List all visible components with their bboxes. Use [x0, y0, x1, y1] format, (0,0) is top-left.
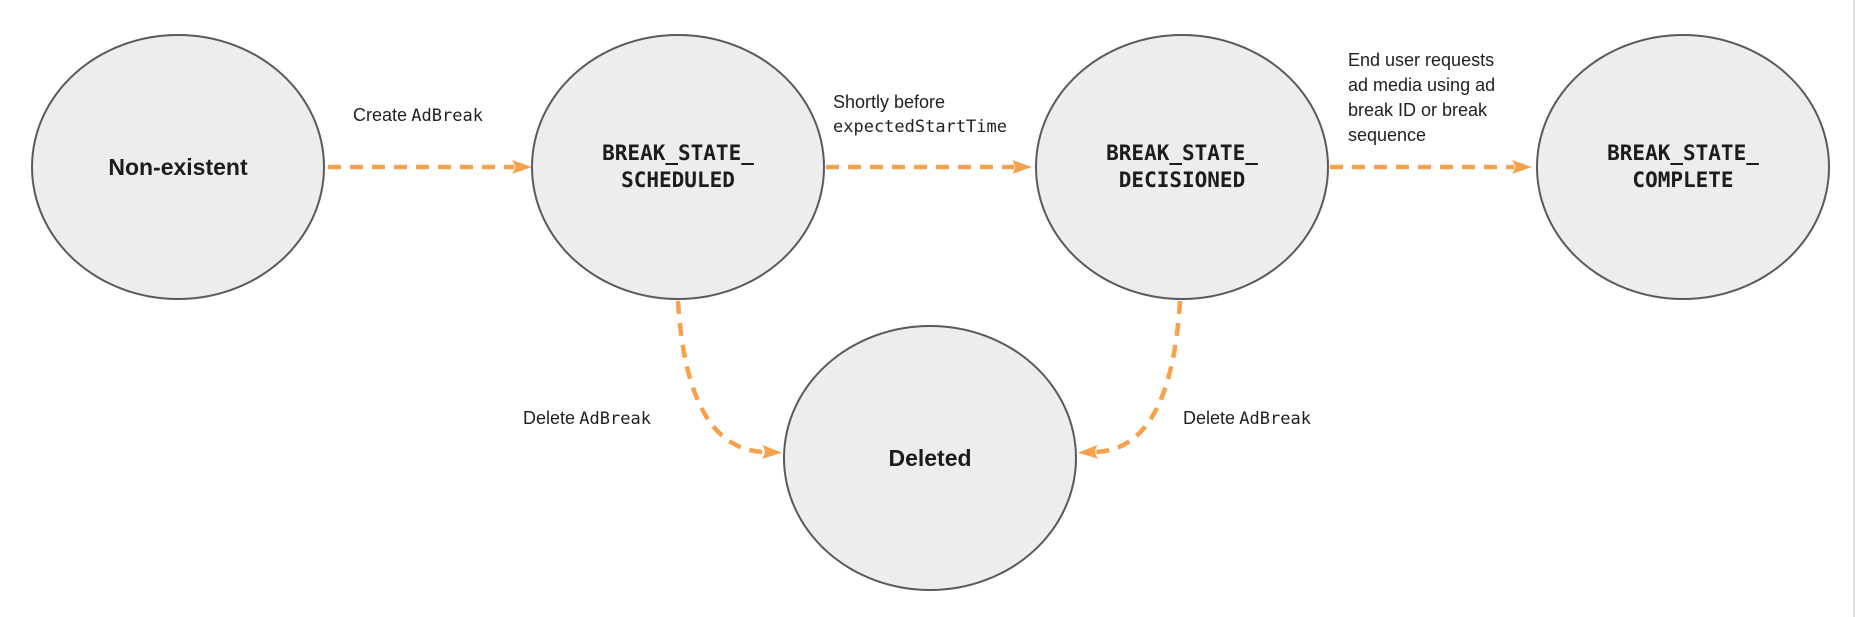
state-break-state-decisioned: BREAK_STATE_ DECISIONED — [1035, 34, 1329, 300]
state-deleted: Deleted — [783, 325, 1077, 591]
state-label: Deleted — [888, 444, 972, 471]
label-text: Delete — [1183, 408, 1236, 428]
state-label-line1: BREAK_STATE_ — [1607, 141, 1759, 165]
label-code-text: AdBreak — [1239, 409, 1311, 429]
label-code-text: expectedStartTime — [833, 117, 1007, 137]
label-text: Create — [353, 105, 408, 125]
state-label-line1: BREAK_STATE_ — [602, 141, 754, 165]
label-text-line1: End user requests — [1348, 50, 1495, 70]
state-label-line2: COMPLETE — [1632, 168, 1734, 192]
delete-from-scheduled-arrow — [675, 300, 782, 459]
label-shortly-before: Shortly before expectedStartTime — [833, 90, 1007, 140]
state-non-existent: Non-existent — [31, 34, 325, 300]
label-text-line2: ad media using ad — [1348, 75, 1496, 95]
state-label-line2: SCHEDULED — [621, 168, 735, 192]
state-break-state-complete: BREAK_STATE_ COMPLETE — [1536, 34, 1830, 300]
state-label: Non-existent — [108, 153, 248, 180]
label-text-line4: sequence — [1348, 125, 1427, 145]
label-text: Delete — [523, 408, 576, 428]
delete-from-decisioned-arrow — [1078, 300, 1183, 459]
label-code-text: AdBreak — [579, 409, 651, 429]
state-label-line1: BREAK_STATE_ — [1106, 141, 1258, 165]
page-edge-divider — [1853, 0, 1855, 617]
state-label-line2: DECISIONED — [1118, 168, 1246, 192]
label-code-text: AdBreak — [411, 106, 483, 126]
label-text: Shortly before — [833, 92, 946, 112]
label-end-user-requests: End user requests ad media using ad brea… — [1348, 48, 1495, 148]
label-text-line3: break ID or break — [1348, 100, 1488, 120]
state-break-state-scheduled: BREAK_STATE_ SCHEDULED — [531, 34, 825, 300]
